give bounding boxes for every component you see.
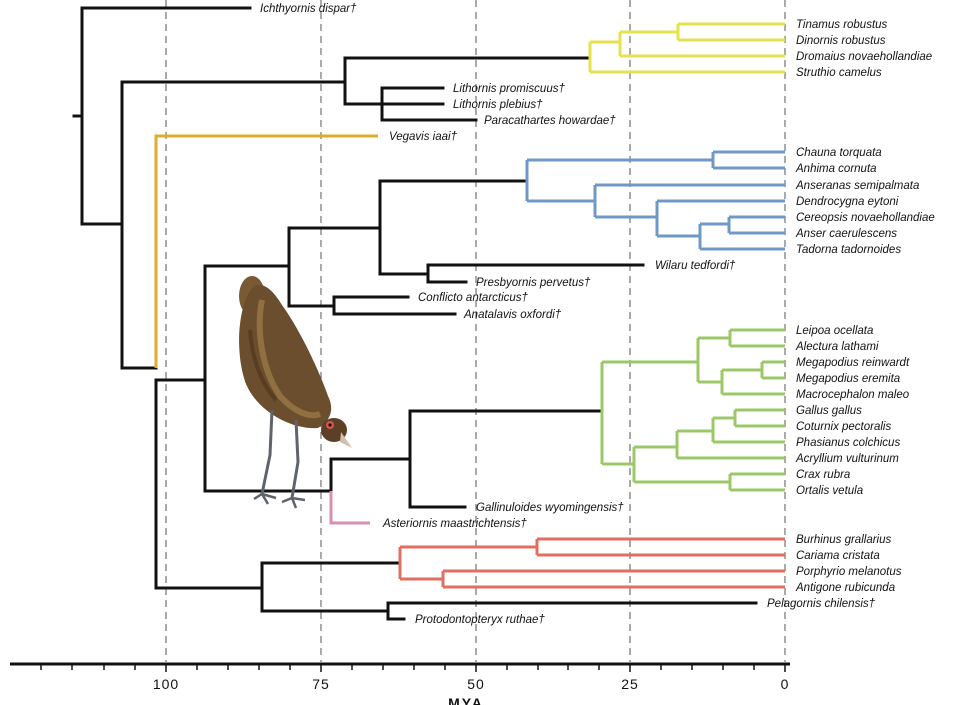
taxon-vegavis: Vegavis iaai† [389,131,458,143]
taxon-cereopsis: Cereopsis novaehollandiae [796,212,935,224]
taxon-antigone: Antigone rubicunda [795,582,895,594]
bird-illustration [239,276,352,509]
taxon-gallinuloides: Gallinuloides wyomingensis† [476,502,624,514]
taxon-megapodius-reinwardt: Megapodius reinwardt [796,357,910,369]
taxon-wilaru: Wilaru tedfordi† [655,260,736,272]
red-clade [398,537,785,589]
taxon-macrocephalon: Macrocephalon maleo [796,389,910,401]
taxon-tadorna: Tadorna tadornoides [796,244,901,256]
tick-label-25: 25 [621,676,639,692]
taxon-tinamus: Tinamus robustus [796,19,888,31]
asteriornis-branch [329,491,370,525]
taxon-anser: Anser caerulescens [795,228,897,240]
taxon-paracathartes: Paracathartes howardae† [484,115,616,127]
taxon-leipoa: Leipoa ocellata [796,325,873,337]
tick-label-100: 100 [153,676,179,692]
taxon-gallus: Gallus gallus [796,405,862,417]
taxon-presbyornis: Presbyornis pervetus† [476,277,591,289]
tick-label-0: 0 [781,676,790,692]
taxon-struthio: Struthio camelus [796,67,882,79]
taxon-cariama: Cariama cristata [796,550,880,562]
taxon-ichthyornis: Ichthyornis dispar† [260,3,357,15]
palaeognath-clade [588,22,785,74]
taxon-megapodius-eremita: Megapodius eremita [796,373,900,385]
taxon-anseranas: Anseranas semipalmata [795,180,919,192]
taxon-crax: Crax rubra [796,469,850,481]
taxon-acryllium: Acryllium vulturinum [795,453,899,465]
tick-label-50: 50 [467,676,485,692]
taxon-alectura: Alectura lathami [795,341,879,353]
taxon-protodontopteryx: Protodontopteryx ruthae† [415,614,545,626]
taxon-chauna: Chauna torquata [796,147,882,159]
taxon-labels: Ichthyornis dispar† Tinamus robustus Din… [260,3,935,626]
backbone-branches [72,6,758,621]
taxon-coturnix: Coturnix pectoralis [796,421,891,433]
taxon-anatalavis: Anatalavis oxfordi† [463,309,562,321]
axis-title: MYA [448,695,484,705]
taxon-lithornis-plebius: Lithornis plebius† [453,99,543,111]
taxon-dromaius: Dromaius novaehollandiae [796,51,932,63]
taxon-porphyrio: Porphyrio melanotus [796,566,902,578]
time-axis: 100 75 50 25 0 MYA [10,662,790,705]
taxon-dendrocygna: Dendrocygna eytoni [796,196,899,208]
galliform-clade [600,328,785,492]
taxon-phasianus: Phasianus colchicus [796,437,900,449]
taxon-lithornis-promiscuus: Lithornis promiscuus† [453,83,565,95]
taxon-conflicto: Conflicto antarcticus† [418,292,529,304]
tick-label-75: 75 [312,676,330,692]
taxon-anhima: Anhima cornuta [795,163,877,175]
taxon-asteriornis: Asteriornis maastrichtensis† [382,518,527,530]
taxon-pelagornis: Pelagornis chilensis† [767,598,876,610]
taxon-burhinus: Burhinus grallarius [796,534,891,546]
vegavis-branch [154,134,378,368]
taxon-ortalis: Ortalis vetula [796,485,863,497]
taxon-dinornis: Dinornis robustus [796,35,886,47]
anseriform-clade [525,150,785,251]
